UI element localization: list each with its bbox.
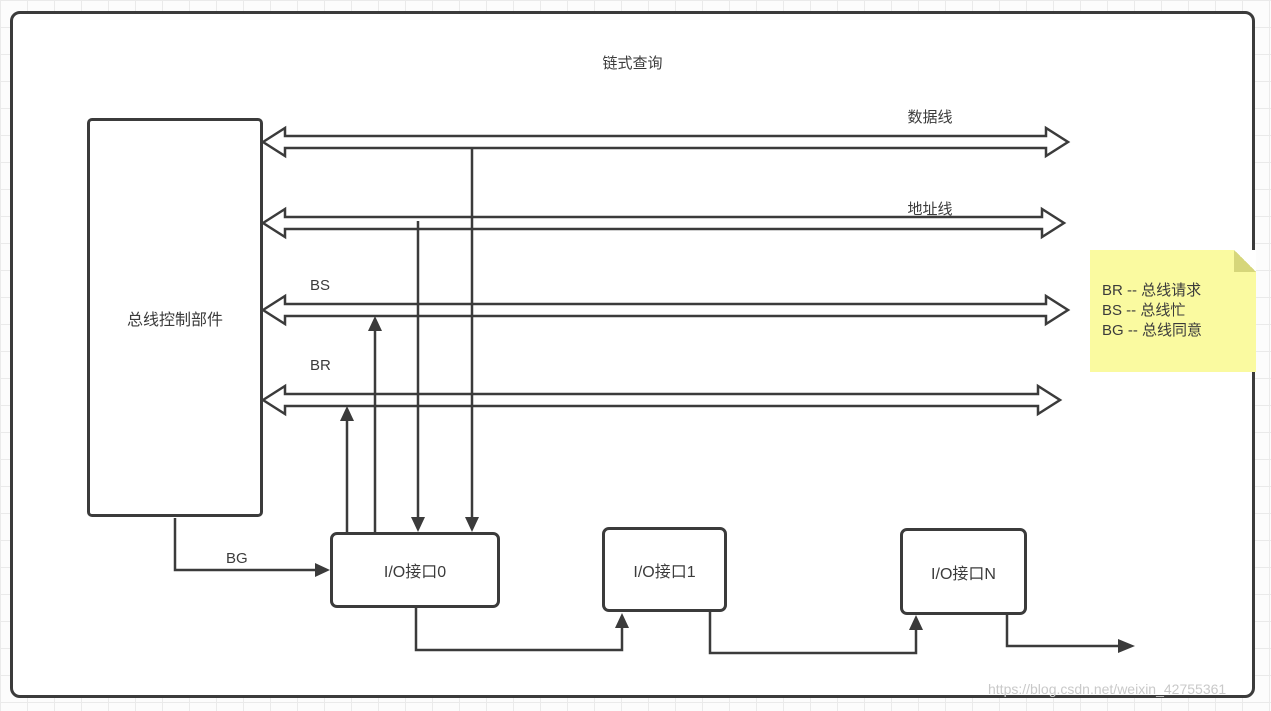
legend-line-br: BR -- 总线请求 <box>1102 282 1202 299</box>
chain-line-io0-io1 <box>414 608 624 652</box>
watermark-url: https://blog.csdn.net/weixin_42755361 <box>988 681 1227 697</box>
arrowhead-down-data <box>465 517 479 532</box>
io-interface-0-label: I/O接口0 <box>383 564 447 581</box>
arrowhead-down-address <box>411 517 425 532</box>
data-bus-arrow <box>260 125 1071 159</box>
io-interface-1-label: I/O接口1 <box>633 563 696 581</box>
bg-grant-label: BG <box>226 550 248 567</box>
bs-bus-arrow <box>260 293 1071 327</box>
br-bus-label: BR <box>310 357 331 374</box>
chain-line-io1-ioN <box>708 612 918 655</box>
br-bus-arrow <box>260 383 1063 417</box>
arrowhead-up-bs <box>368 316 382 331</box>
io-interface-n-box: I/O接口N <box>900 528 1027 615</box>
bus-controller-box: 总线控制部件 <box>87 118 263 517</box>
bs-bus-label: BS <box>310 277 331 294</box>
legend-line-bs: BS -- 总线忙 <box>1102 302 1186 319</box>
chain-line-ioN-out <box>1005 615 1120 648</box>
bus-controller-label: 总线控制部件 <box>126 311 223 329</box>
data-bus-label: 数据线 <box>907 109 953 126</box>
arrowhead-up-br <box>340 406 354 421</box>
legend-sticky-note: BR -- 总线请求 BS -- 总线忙 BG -- 总线同意 <box>1090 250 1256 372</box>
arrowhead-up-io1 <box>615 613 629 628</box>
address-bus-label: 地址线 <box>907 201 953 218</box>
io-interface-1-box: I/O接口1 <box>602 527 727 612</box>
io-interface-0-box: I/O接口0 <box>330 532 500 608</box>
address-bus-arrow <box>260 206 1067 240</box>
arrowhead-right-chain-out <box>1118 639 1135 653</box>
arrowhead-up-ioN <box>909 615 923 630</box>
sticky-note-fold-corner <box>1234 250 1256 272</box>
arrowhead-right-bg <box>315 563 330 577</box>
io-interface-n-label: I/O接口N <box>931 565 996 583</box>
diagram-title: 链式查询 <box>602 55 663 72</box>
legend-line-bg: BG -- 总线同意 <box>1102 322 1202 339</box>
bg-grant-line <box>173 518 318 572</box>
